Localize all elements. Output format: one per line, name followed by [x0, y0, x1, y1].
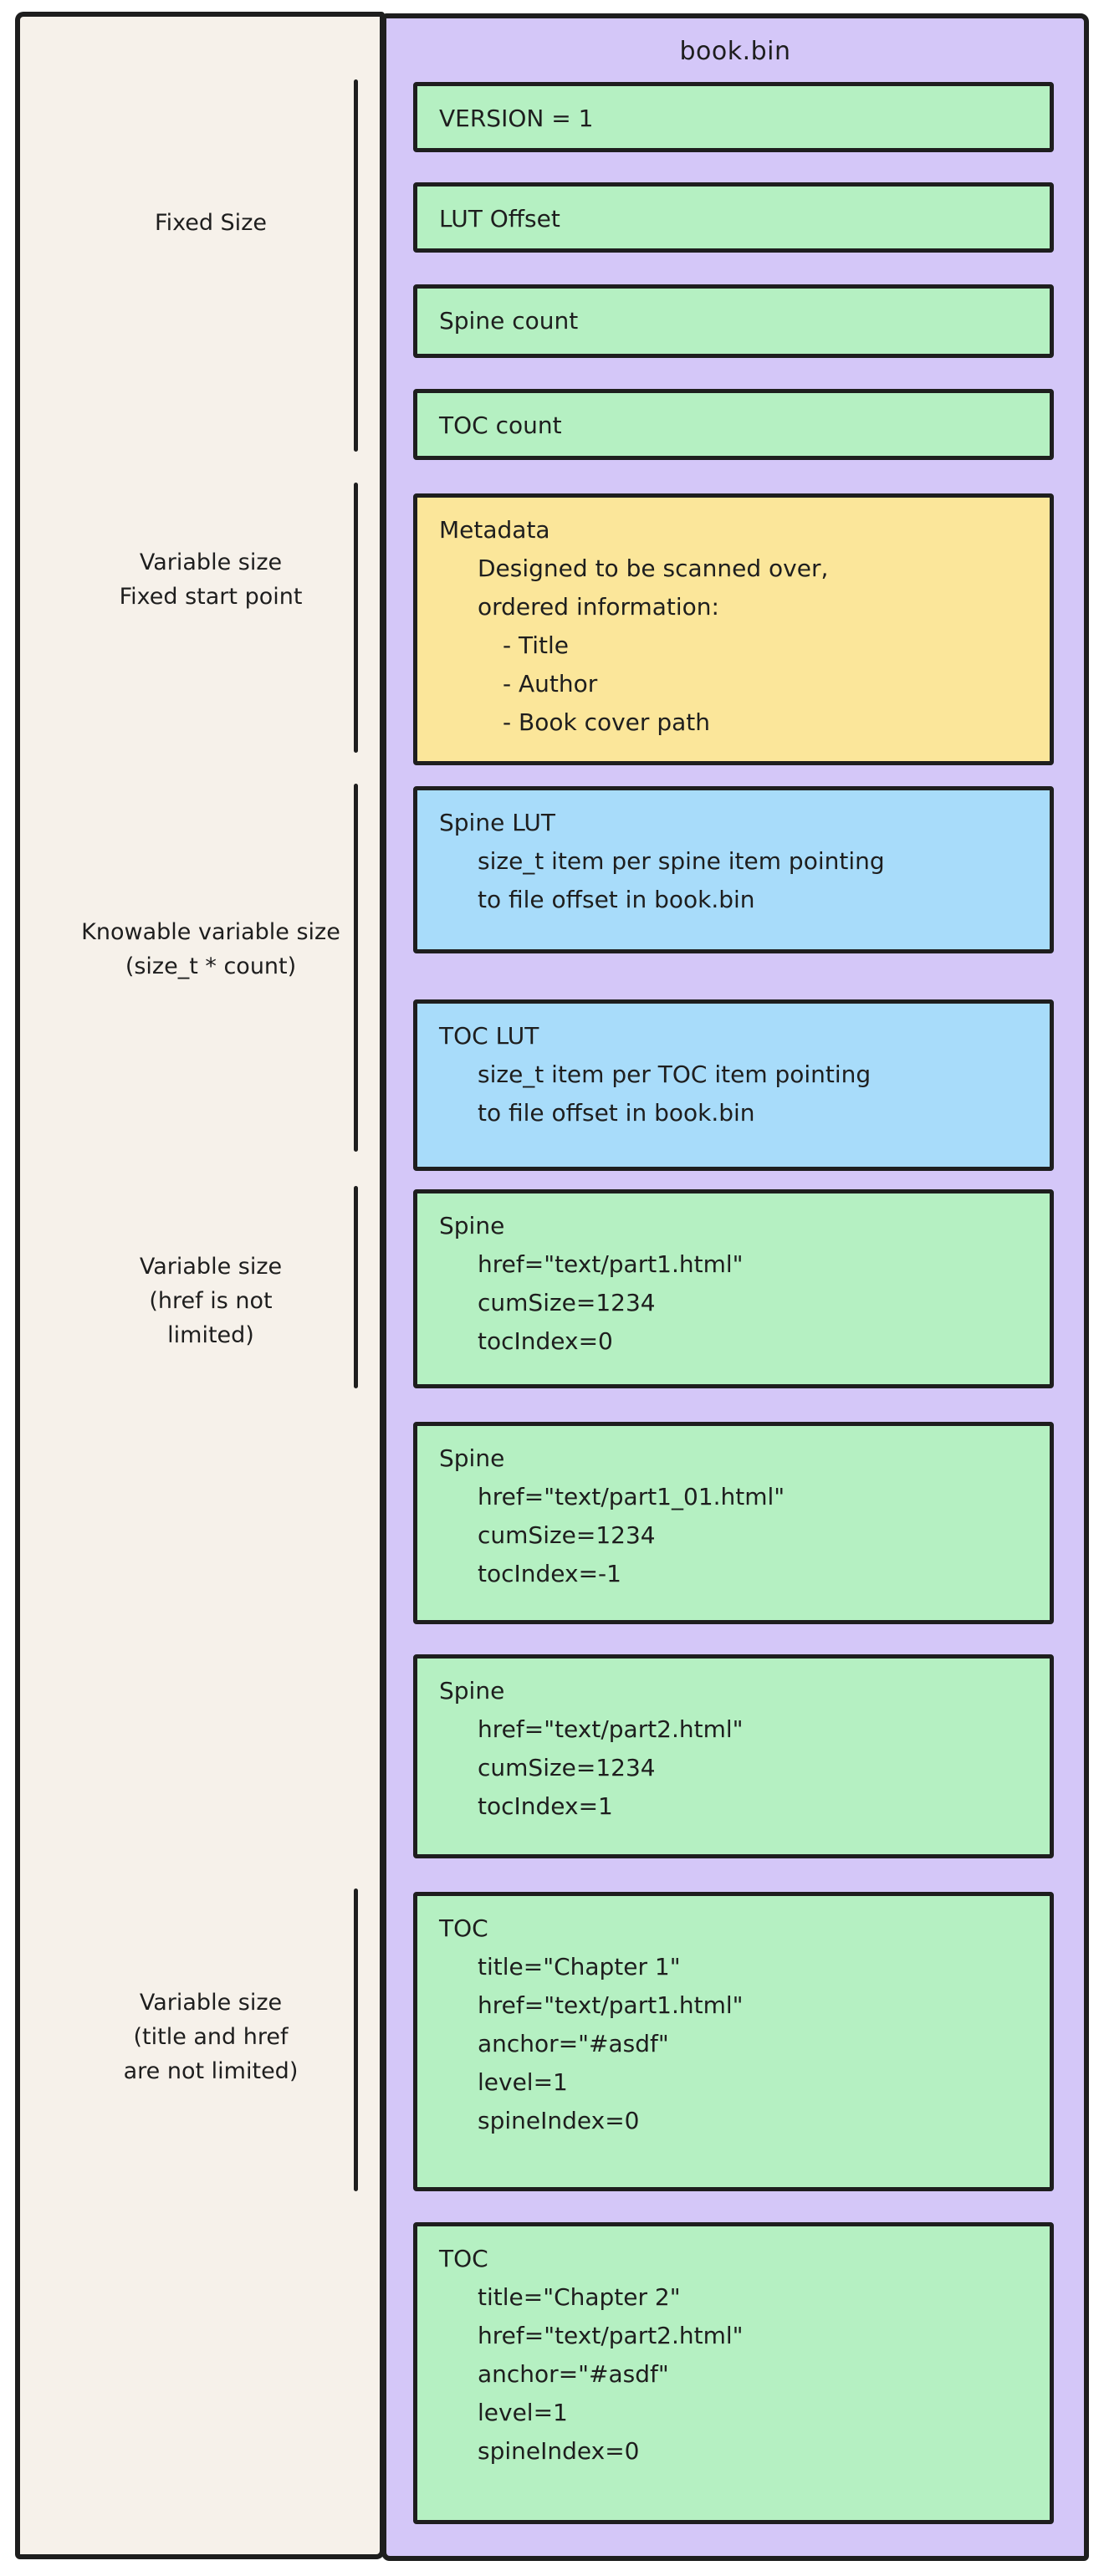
box-line: cumSize=1234 [478, 1754, 656, 1781]
box-line: size_t item per spine item pointing [478, 847, 885, 875]
bracket-variable-title-href [354, 1889, 358, 2191]
bracket-knowable-variable [354, 784, 358, 1152]
file-title: book.bin [679, 37, 791, 66]
box-line: level=1 [478, 2399, 568, 2426]
label-line: Knowable variable size [81, 919, 340, 945]
box-line: LUT Offset [439, 205, 560, 233]
box-toc-2: TOC title="Chapter 2" href="text/part2.h… [413, 2222, 1054, 2524]
box-line: Spine [439, 1212, 505, 1239]
box-line: title="Chapter 2" [478, 2283, 681, 2311]
bin-file-panel: book.bin VERSION = 1 LUT Offset Spine co… [381, 13, 1089, 2561]
box-line: tocIndex=0 [478, 1327, 613, 1355]
box-line: TOC LUT [439, 1022, 539, 1050]
box-line: to file offset in book.bin [478, 1099, 755, 1127]
box-line: VERSION = 1 [439, 105, 594, 132]
box-lut-offset: LUT Offset [413, 182, 1054, 253]
annotation-panel: Fixed Size Variable size Fixed start poi… [15, 12, 385, 2559]
box-line: Spine [439, 1444, 505, 1472]
box-line: Spine LUT [439, 809, 556, 836]
label-line: limited) [167, 1322, 254, 1348]
box-line: tocIndex=-1 [478, 1560, 621, 1587]
box-spine-lut: Spine LUT size_t item per spine item poi… [413, 786, 1054, 953]
box-spine-1: Spine href="text/part1.html" cumSize=123… [413, 1189, 1054, 1388]
box-line: Spine count [439, 307, 579, 335]
box-line: anchor="#asdf" [478, 2360, 669, 2388]
box-line: TOC [439, 1914, 488, 1942]
box-line: level=1 [478, 2068, 568, 2096]
box-line: - Author [503, 670, 598, 698]
box-line: size_t item per TOC item pointing [478, 1061, 871, 1088]
label-knowable-variable: Knowable variable size (size_t * count) [43, 915, 378, 984]
label-line: Variable size [139, 1990, 283, 2016]
label-line: Variable size [139, 1254, 283, 1280]
box-toc-lut: TOC LUT size_t item per TOC item pointin… [413, 999, 1054, 1171]
label-line: Fixed Size [155, 210, 267, 236]
label-line: (size_t * count) [125, 953, 297, 979]
box-spine-count: Spine count [413, 284, 1054, 358]
label-line: Variable size [139, 549, 283, 575]
box-metadata: Metadata Designed to be scanned over, or… [413, 493, 1054, 765]
box-line: title="Chapter 1" [478, 1953, 681, 1981]
box-line: - Book cover path [503, 708, 710, 736]
label-variable-href: Variable size (href is not limited) [43, 1250, 378, 1352]
box-line: href="text/part2.html" [478, 2322, 744, 2349]
bracket-variable-fixed-start [354, 483, 358, 753]
box-line: - Title [503, 631, 570, 659]
label-line: (title and href [133, 2024, 289, 2050]
box-version: VERSION = 1 [413, 82, 1054, 152]
box-toc-count: TOC count [413, 389, 1054, 460]
box-line: href="text/part2.html" [478, 1715, 744, 1743]
bracket-variable-href [354, 1186, 358, 1388]
label-variable-title-href: Variable size (title and href are not li… [43, 1986, 378, 2088]
box-line: TOC [439, 2245, 488, 2272]
box-line: Metadata [439, 516, 550, 544]
label-line: Fixed start point [119, 584, 303, 610]
box-line: href="text/part1.html" [478, 1250, 744, 1278]
box-spine-3: Spine href="text/part2.html" cumSize=123… [413, 1654, 1054, 1858]
box-spine-2: Spine href="text/part1_01.html" cumSize=… [413, 1422, 1054, 1624]
label-line: (href is not [149, 1288, 273, 1314]
box-line: anchor="#asdf" [478, 2030, 669, 2057]
box-toc-1: TOC title="Chapter 1" href="text/part1.h… [413, 1892, 1054, 2191]
box-line: cumSize=1234 [478, 1289, 656, 1316]
box-line: ordered information: [478, 593, 719, 621]
box-line: spineIndex=0 [478, 2107, 640, 2134]
box-line: Designed to be scanned over, [478, 555, 829, 582]
label-variable-fixed-start: Variable size Fixed start point [43, 545, 378, 614]
box-line: spineIndex=0 [478, 2437, 640, 2465]
box-line: cumSize=1234 [478, 1521, 656, 1549]
label-line: are not limited) [123, 2058, 299, 2084]
box-line: Spine [439, 1677, 505, 1705]
label-fixed-size: Fixed Size [43, 206, 378, 240]
bracket-fixed-size [354, 79, 358, 452]
box-line: href="text/part1_01.html" [478, 1483, 785, 1510]
box-line: tocIndex=1 [478, 1792, 613, 1820]
box-line: to file offset in book.bin [478, 886, 755, 913]
box-line: href="text/part1.html" [478, 1991, 744, 2019]
box-line: TOC count [439, 411, 562, 439]
